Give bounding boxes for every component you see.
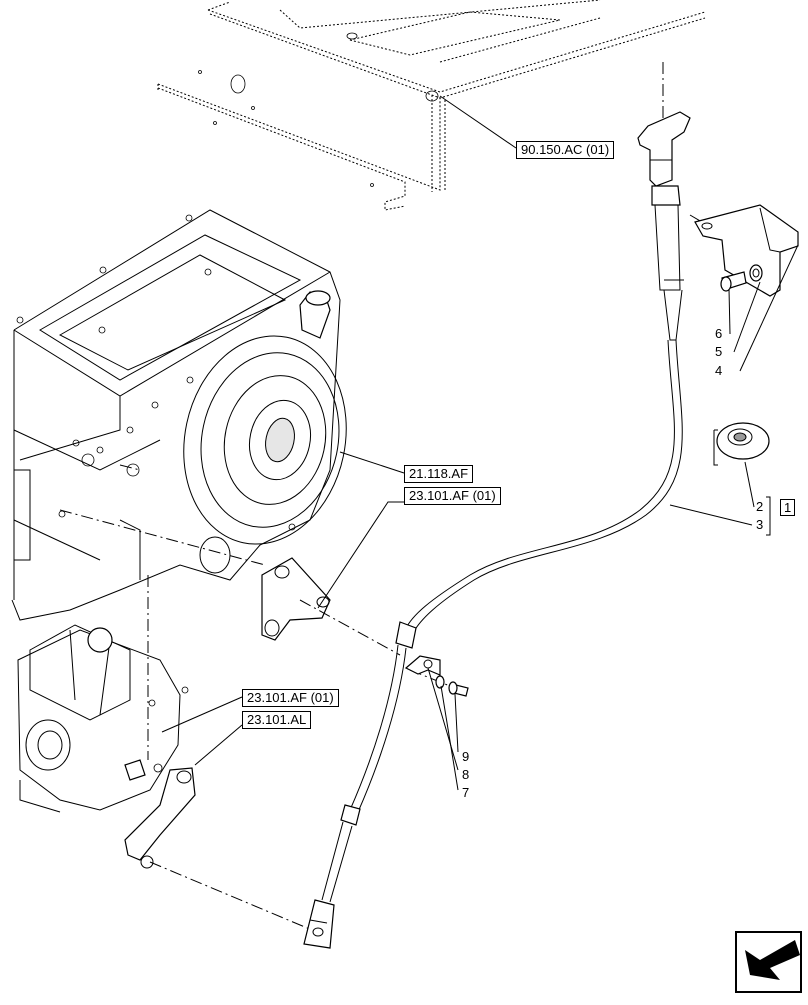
- next-page-arrow-icon[interactable]: [735, 931, 802, 993]
- callout-7: 7: [462, 785, 470, 800]
- platform-frame: [157, 0, 706, 211]
- callout-4: 4: [715, 363, 723, 378]
- transmission-housing: [11, 209, 347, 621]
- callout-6: 6: [715, 326, 723, 341]
- callout-1-kit: 1: [780, 499, 796, 516]
- cable-bracket: [694, 204, 799, 297]
- control-cable: [303, 111, 691, 949]
- ref-label-90-150-ac[interactable]: 90.150.AC (01): [516, 141, 615, 159]
- upper-lever: [261, 557, 331, 641]
- ref-label-23-101-af-lower[interactable]: 23.101.AF (01): [242, 689, 339, 707]
- clamp-washer-bolt: [404, 655, 469, 697]
- ref-label-21-118-af[interactable]: 21.118.AF: [404, 465, 474, 483]
- grommet: [716, 422, 770, 460]
- bolt-washer-upper: [720, 264, 763, 292]
- callout-5: 5: [715, 344, 723, 359]
- ref-label-23-101-al[interactable]: 23.101.AL: [242, 711, 312, 729]
- callout-2: 2: [756, 499, 764, 514]
- lower-gearbox: [17, 624, 189, 813]
- ref-label-23-101-af-upper[interactable]: 23.101.AF (01): [404, 487, 501, 505]
- callout-9: 9: [462, 749, 470, 764]
- leader-lines: [161, 95, 799, 791]
- lower-lever: [124, 767, 196, 869]
- callout-3: 3: [756, 517, 764, 532]
- callout-8: 8: [462, 767, 470, 782]
